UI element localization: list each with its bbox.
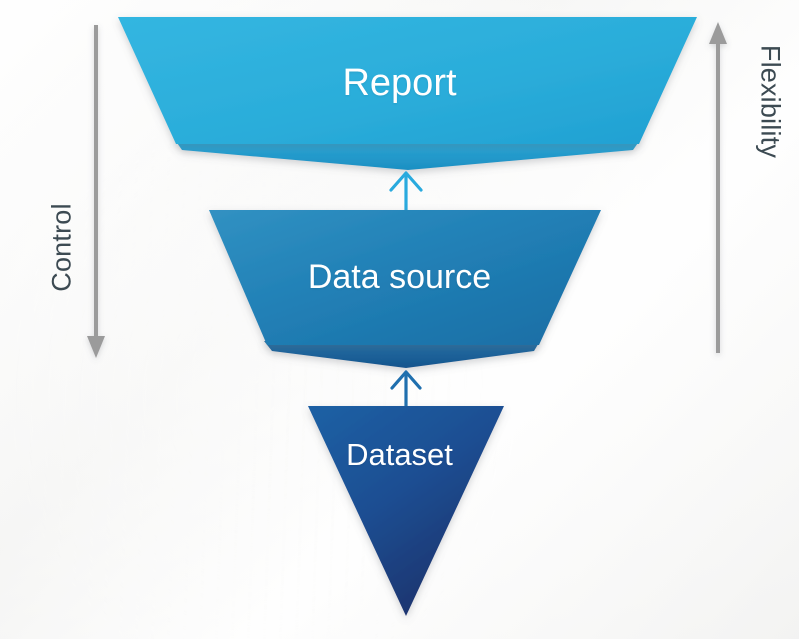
- connector-data-source-to-report: [389, 171, 423, 213]
- dataset-shape: [308, 406, 504, 616]
- report-fold: [175, 140, 640, 170]
- connector-dataset-to-data-source: [390, 370, 422, 409]
- flexibility-axis-label: Flexibility: [755, 44, 786, 159]
- data-source-fold: [264, 341, 540, 368]
- control-axis-label: Control: [46, 203, 77, 292]
- arrow-up-icon: [709, 22, 727, 44]
- arrow-up-icon: [390, 370, 422, 390]
- stage-data-source[interactable]: [209, 210, 601, 368]
- arrow-up-icon: [389, 171, 423, 192]
- data-source-shape: [209, 210, 601, 345]
- arrow-down-icon: [87, 336, 105, 358]
- stage-report[interactable]: [118, 17, 697, 170]
- stage-dataset[interactable]: [308, 406, 504, 616]
- report-shape: [118, 17, 697, 144]
- flexibility-axis: [709, 22, 727, 353]
- control-axis: [87, 25, 105, 358]
